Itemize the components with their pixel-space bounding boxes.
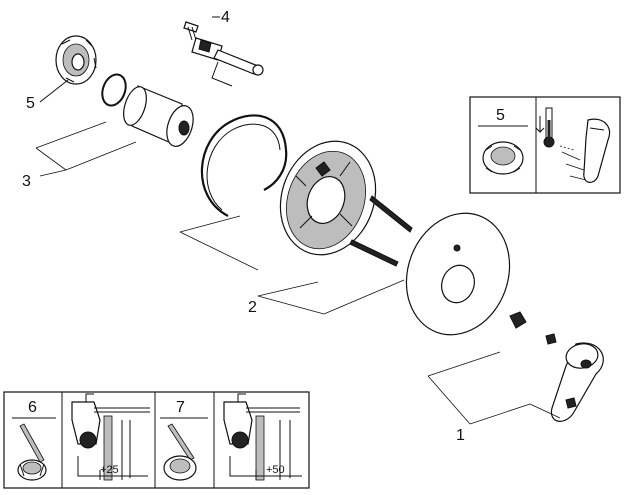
panel-7-dimension: +50: [266, 464, 285, 476]
escutcheon-plate: [405, 212, 511, 336]
screw-lower: [349, 239, 399, 267]
thermometer-icon: [543, 107, 555, 148]
part-1-lever-handle: [550, 342, 604, 422]
part-4-spindle: [183, 21, 264, 87]
part-5-nut: [55, 35, 97, 85]
panel-7: 7: [160, 399, 208, 481]
small-screw: [545, 333, 557, 345]
grub-screw: [565, 397, 577, 409]
panel-6-dimension: +25: [100, 464, 119, 476]
o-ring: [101, 73, 127, 107]
callout-4: 4: [221, 9, 230, 26]
inset-top-right-number: 5: [496, 107, 505, 124]
lever-handle-icon: [583, 118, 611, 183]
panel-6-number: 6: [28, 399, 37, 416]
callout-2: 2: [248, 299, 257, 316]
callout-5: 5: [26, 95, 35, 112]
inset-top-right: 5: [469, 96, 621, 194]
screw-upper: [369, 195, 413, 233]
panel-6: 6: [12, 399, 56, 481]
part-3-sleeve: [123, 85, 194, 147]
panel-6-valve-drawing: +25: [71, 393, 150, 481]
panel-7-valve-drawing: +50: [223, 393, 302, 481]
adapter-nut: [509, 311, 527, 329]
callout-3: 3: [22, 173, 31, 190]
panel-7-number: 7: [176, 399, 185, 416]
retaining-ring: [200, 114, 288, 217]
cold-arrow-icon: [535, 116, 545, 134]
callout-1: 1: [456, 427, 465, 444]
mounting-plate: [279, 140, 377, 256]
inset-bottom-left: 6 +25 7: [3, 391, 310, 489]
shower-spray-icon: [559, 145, 587, 181]
